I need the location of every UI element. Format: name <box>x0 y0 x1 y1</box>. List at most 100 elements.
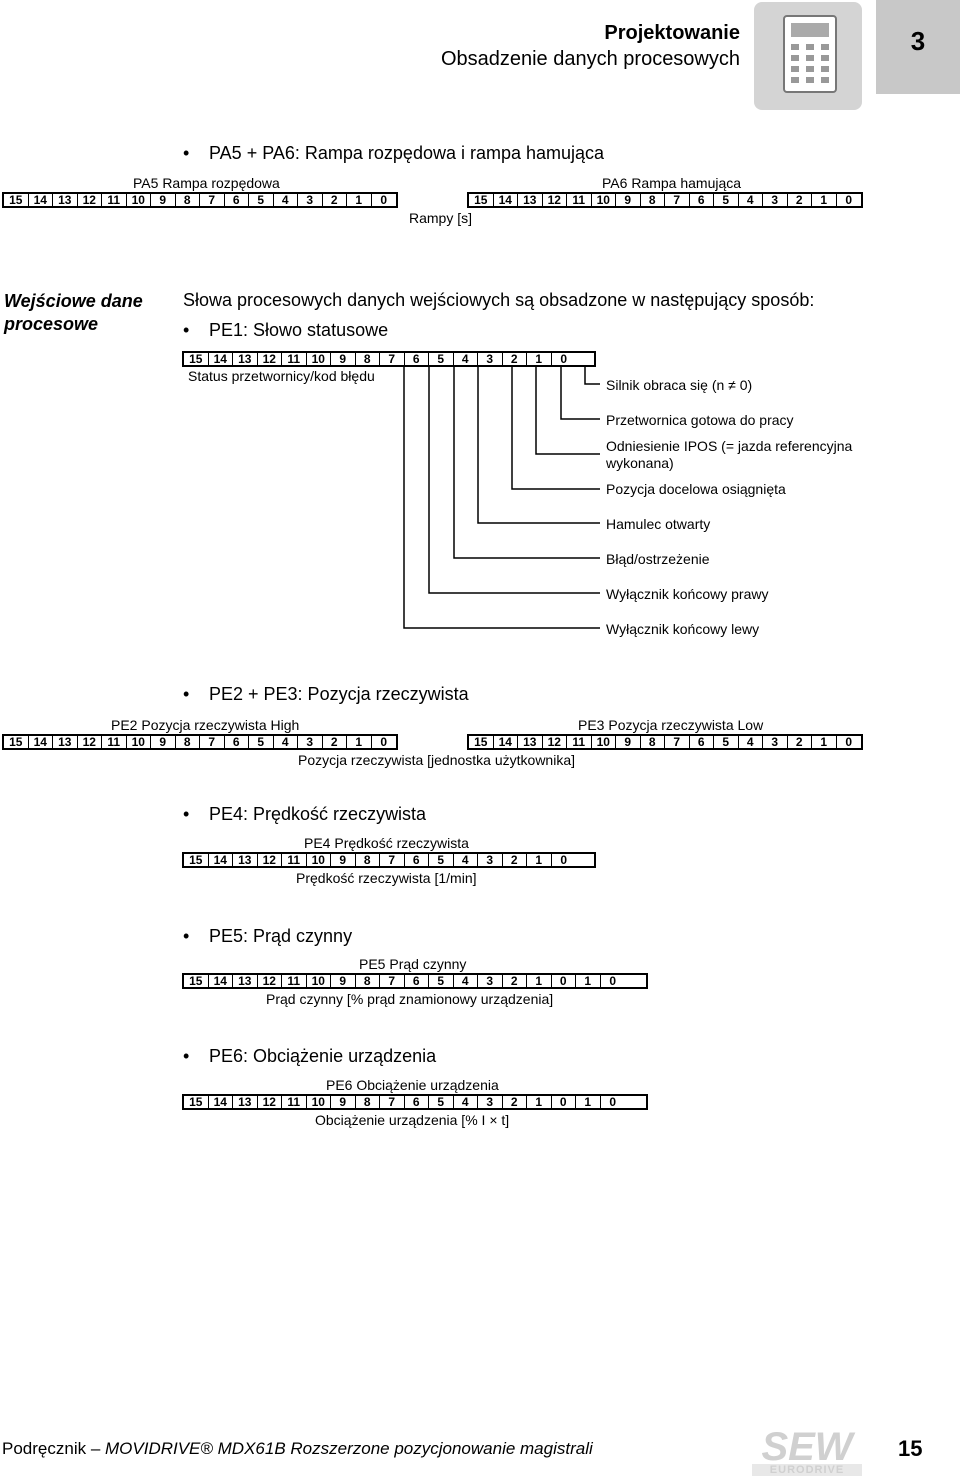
bit-cell: 3 <box>478 353 503 366</box>
bit-cell: 15 <box>184 1096 209 1109</box>
bit-cell: 12 <box>258 353 282 366</box>
bit-cell: 9 <box>331 1096 356 1109</box>
bit-cell: 6 <box>405 854 429 867</box>
bit-cell: 5 <box>429 975 454 988</box>
bit-cell: 13 <box>233 975 258 988</box>
bit-cell: 4 <box>274 194 298 207</box>
page-header-subtitle: Obsadzenie danych procesowych <box>440 48 740 70</box>
bit-cell: 1 <box>347 736 372 749</box>
bit-cell: 2 <box>788 736 812 749</box>
bit-cell: 13 <box>53 194 78 207</box>
bit-cell: 11 <box>567 736 592 749</box>
bit-cell: 2 <box>788 194 812 207</box>
bit-cell: 8 <box>356 975 380 988</box>
bit-cell: 12 <box>78 194 102 207</box>
bit-cell: 11 <box>282 1096 307 1109</box>
label-fault-warning: Błąd/ostrzeżenie <box>606 551 710 567</box>
bit-cell: 12 <box>543 736 567 749</box>
bit-cell: 14 <box>209 1096 233 1109</box>
bit-cell: 7 <box>380 1096 405 1109</box>
bit-cell: 7 <box>380 975 405 988</box>
bit-cell: 1 <box>527 854 552 867</box>
pe3-caption: PE3 Pozycja rzeczywista Low <box>578 717 764 733</box>
bullet-pe2-pe3: •PE2 + PE3: Pozycja rzeczywista <box>183 684 469 704</box>
bit-cell: 13 <box>518 736 543 749</box>
bit-cell: 6 <box>225 194 249 207</box>
bit-cell: 2 <box>503 854 527 867</box>
bit-cell: 13 <box>233 1096 258 1109</box>
label-brake-open: Hamulec otwarty <box>606 516 711 532</box>
bit-cell: 14 <box>209 353 233 366</box>
bit-cell: 4 <box>454 854 478 867</box>
bit-cell: 14 <box>494 736 518 749</box>
bit-cell: 3 <box>478 854 503 867</box>
bit-cell: 15 <box>4 736 29 749</box>
bullet-pe5: •PE5: Prąd czynny <box>183 926 353 946</box>
bullet-pe1: •PE1: Słowo statusowe <box>183 320 389 340</box>
bit-cell: 15 <box>469 194 494 207</box>
bit-cell: 9 <box>151 736 176 749</box>
bit-cell: 10 <box>307 353 331 366</box>
bit-cell: 8 <box>641 736 665 749</box>
bit-cell: 6 <box>690 736 714 749</box>
bit-cell: 7 <box>665 194 690 207</box>
label-limit-left: Wyłącznik końcowy lewy <box>606 621 760 637</box>
bit-cell: 4 <box>739 736 763 749</box>
bit-cell: 2 <box>503 975 527 988</box>
bit-cell: 6 <box>405 353 429 366</box>
bit-cell: 1 <box>527 353 552 366</box>
bit-cell: 7 <box>200 194 225 207</box>
page-header-title: Projektowanie <box>604 22 740 44</box>
pe5-unit: Prąd czynny [% prąd znamionowy urządzeni… <box>266 991 554 1007</box>
bit-cell: 9 <box>616 194 641 207</box>
bit-cell: 9 <box>331 854 356 867</box>
bit-cell: 3 <box>298 194 323 207</box>
bit-cell: 0 <box>560 853 568 867</box>
bit-cell: 9 <box>616 736 641 749</box>
bit-cell: 8 <box>176 194 200 207</box>
pa6-caption: PA6 Rampa hamująca <box>602 175 742 191</box>
bit-cell: 7 <box>380 854 405 867</box>
label-ipos-reference-cont: wykonana) <box>606 455 674 471</box>
bit-cell: 10 <box>592 736 616 749</box>
pa5-caption: PA5 Rampa rozpędowa <box>133 175 280 191</box>
page-number: 15 <box>898 1436 923 1461</box>
bullet-pe4: •PE4: Prędkość rzeczywista <box>183 804 427 824</box>
bit-cell: 8 <box>641 194 665 207</box>
bit-cell: 10 <box>307 975 331 988</box>
bit-cell: 0 <box>609 974 617 988</box>
bit-cell: 9 <box>331 353 356 366</box>
bit-cell: 0 <box>552 975 576 988</box>
bit-cell: 5 <box>249 194 274 207</box>
bit-cell: 13 <box>233 353 258 366</box>
bit-cell: 9 <box>331 975 356 988</box>
bit-cell: 4 <box>454 975 478 988</box>
bit-connector-lines <box>403 367 600 629</box>
bit-cell: 0 <box>845 735 853 749</box>
bit-cell: 3 <box>478 975 503 988</box>
bit-cell: 4 <box>454 353 478 366</box>
label-limit-right: Wyłącznik końcowy prawy <box>606 586 769 602</box>
bit-cell: 14 <box>494 194 518 207</box>
bit-cell: 11 <box>282 353 307 366</box>
pa56-unit: Rampy [s] <box>409 210 473 226</box>
bit-cell: 4 <box>454 1096 478 1109</box>
bit-cell: 8 <box>356 854 380 867</box>
calculator-icon <box>754 2 862 110</box>
bit-cell: 14 <box>29 736 53 749</box>
bit-cell: 5 <box>714 736 739 749</box>
label-target-reached: Pozycja docelowa osiągnięta <box>606 481 786 497</box>
label-ipos-reference: Odniesienie IPOS (= jazda referencyjna <box>606 438 853 454</box>
bit-cell: 12 <box>258 1096 282 1109</box>
pe4-unit: Prędkość rzeczywista [1/min] <box>296 870 477 886</box>
bit-cell: 0 <box>609 1095 617 1109</box>
bit-cell: 3 <box>763 736 788 749</box>
bit-cell: 10 <box>127 194 151 207</box>
bit-cell: 2 <box>503 1096 527 1109</box>
